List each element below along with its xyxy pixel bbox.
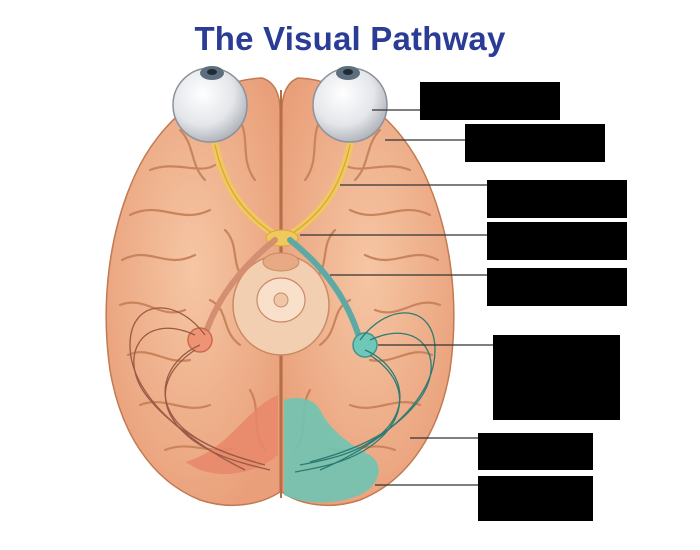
label-box-optic-chiasma — [487, 180, 627, 218]
right-visual-cortex — [284, 398, 379, 503]
left-visual-cortex — [185, 395, 278, 475]
midbrain — [232, 252, 330, 356]
label-box-optic-radiation — [478, 433, 593, 470]
optic-nerves — [211, 141, 354, 239]
left-eye — [172, 66, 248, 143]
label-box-eye — [420, 82, 560, 120]
right-optic-tract — [287, 237, 363, 343]
label-box-optic-tract — [487, 222, 627, 260]
right-optic-radiation — [294, 312, 436, 473]
label-box-optic-tract-fibers — [487, 268, 627, 306]
brain-gyri-right — [293, 118, 442, 452]
left-optic-tract — [202, 237, 278, 338]
right-eye — [312, 66, 388, 143]
label-box-lateral-geniculate-nucleus — [493, 335, 620, 420]
brain-gyri-left — [118, 118, 267, 452]
left-optic-radiation — [129, 307, 271, 471]
label-box-optic-nerve — [465, 124, 605, 162]
leader-lines — [300, 109, 493, 486]
page-title: The Visual Pathway — [194, 20, 506, 57]
label-box-visual-cortex — [478, 476, 593, 521]
right-lateral-geniculate-nucleus — [352, 332, 378, 358]
left-lateral-geniculate-nucleus — [187, 327, 213, 353]
